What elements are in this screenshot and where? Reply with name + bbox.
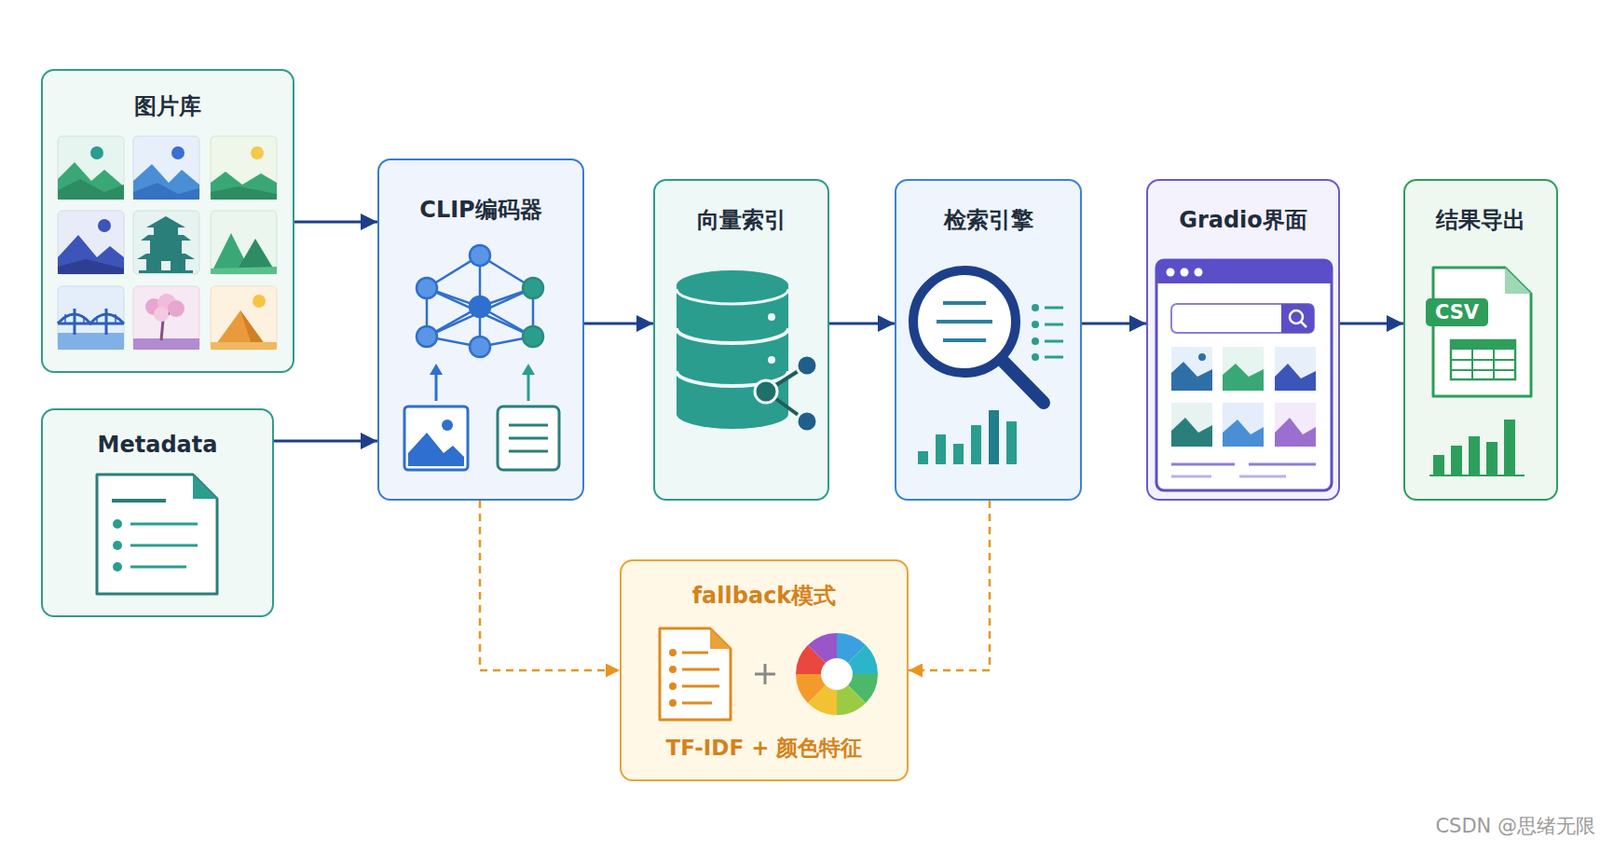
box-title: CLIP编码器 (379, 195, 583, 225)
box-title: 检索引擎 (896, 205, 1081, 235)
flow-arrow (273, 439, 378, 443)
flow-arrow (1340, 322, 1404, 326)
process-box: 向量索引 (653, 178, 830, 501)
dashed-arrow (479, 500, 620, 671)
process-box: 结果导出 (1403, 178, 1559, 501)
spreadsheet-icon (1425, 267, 1532, 476)
box-title: Metadata (42, 430, 273, 460)
box-title: Gradio界面 (1148, 205, 1339, 235)
thumbnail-grid (57, 136, 277, 350)
flow-arrow (829, 322, 895, 326)
network-icon (416, 245, 544, 357)
app-window-icon (1156, 259, 1332, 491)
process-box: 检索引擎 (894, 178, 1082, 501)
box-title: 结果导出 (1405, 205, 1557, 235)
watermark: CSDN @思绪无限 (1304, 810, 1596, 841)
flow-arrow (294, 220, 378, 224)
document-icon (96, 474, 218, 594)
flow-arrow (584, 322, 654, 326)
box-title: fallback模式 (621, 581, 907, 611)
flow-arrow (1081, 322, 1147, 326)
box-title: 图片库 (42, 92, 293, 122)
process-box: CLIP编码器 (377, 158, 585, 501)
process-box: 图片库 (41, 68, 295, 373)
dashed-arrow (908, 500, 990, 671)
fallback-icons (659, 628, 878, 720)
process-box: Gradio界面 (1146, 178, 1341, 501)
input-icons (404, 363, 560, 470)
process-box: fallback模式 TF-IDF + 颜色特征 (619, 559, 909, 781)
box-body: TF-IDF + 颜色特征 (621, 733, 907, 762)
box-title: 向量索引 (655, 205, 828, 235)
process-box: Metadata (41, 408, 274, 617)
database-icon (676, 270, 818, 432)
magnifier-icon (913, 270, 1064, 465)
